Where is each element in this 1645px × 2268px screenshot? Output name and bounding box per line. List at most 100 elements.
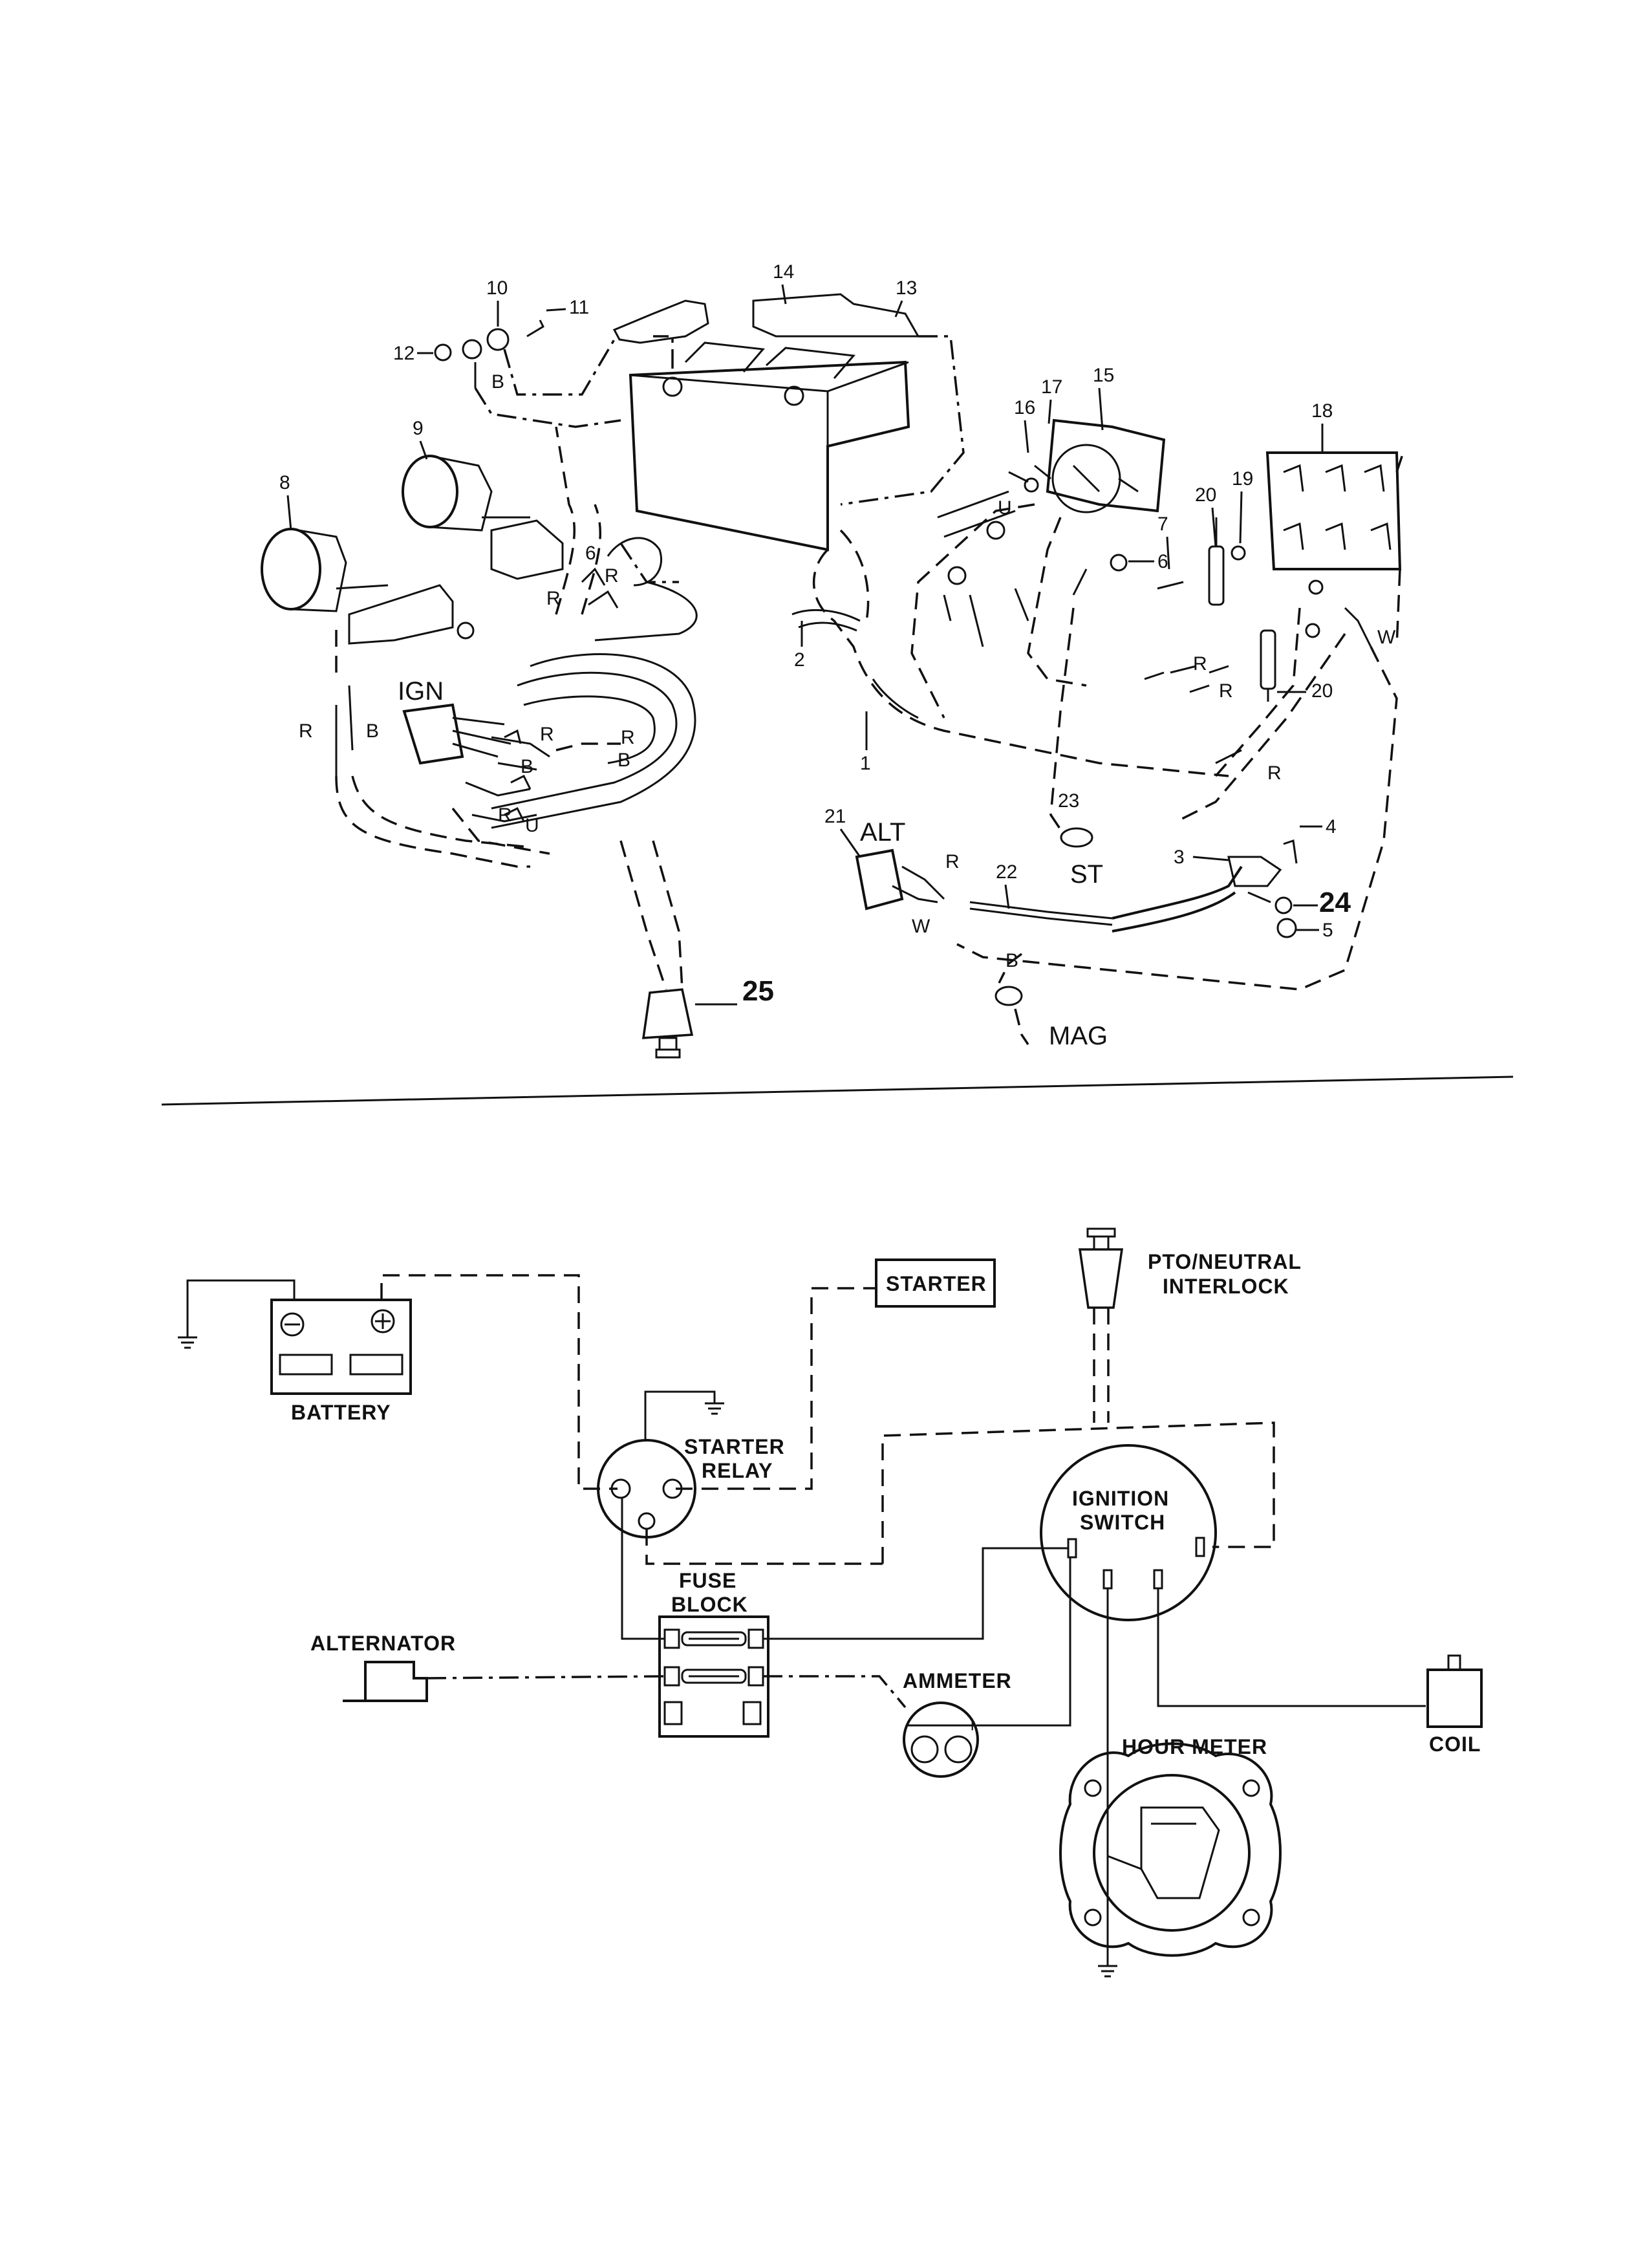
callout-2: 2	[794, 649, 805, 671]
fuse-to-ignition-wire	[763, 1547, 1068, 1640]
ammeter-symbol: − + AMMETER	[903, 1669, 1012, 1778]
battery-illustration	[629, 335, 910, 552]
fuse-block-label-2: BLOCK	[671, 1593, 748, 1616]
st-label: ST	[1070, 860, 1103, 889]
callout-numbers: 14 13 10 11 12 15 17 16 18 19 20 7 6	[279, 261, 1351, 1007]
harness-connectors	[504, 567, 619, 822]
starter-box: STARTER	[875, 1258, 996, 1308]
ammeter-plus: +	[967, 1715, 978, 1736]
right-side-terminals	[956, 581, 1398, 991]
ign-label: IGN	[398, 677, 444, 706]
schematic-view: BATTERY STARTER RELAY STARTER	[178, 1227, 1483, 1978]
fuse-block-symbol: FUSE BLOCK	[658, 1569, 769, 1738]
wire-code-r: R	[605, 565, 619, 587]
main-wiring-harness	[491, 426, 1229, 829]
callout-3: 3	[1174, 847, 1185, 868]
wire-code-u: U	[525, 815, 539, 836]
ground-icon	[705, 1402, 724, 1415]
mag-label: MAG	[1049, 1022, 1108, 1050]
battery-symbol: BATTERY	[178, 1279, 412, 1424]
callout-11: 11	[569, 297, 589, 318]
wire-code-r: R	[498, 805, 512, 826]
hour-meter-label: HOUR METER	[1122, 1735, 1267, 1758]
coil-label: COIL	[1429, 1733, 1481, 1756]
callout-13: 13	[896, 277, 917, 299]
battery-to-relay-wire	[380, 1274, 618, 1490]
coil-symbol: COIL	[1426, 1654, 1483, 1756]
callout-21: 21	[824, 806, 846, 827]
callout-20-top: 20	[1195, 484, 1216, 506]
pto-label-1: PTO/NEUTRAL	[1148, 1250, 1302, 1273]
interlock-loop-wire	[881, 1421, 1275, 1564]
wire-code-r: R	[1267, 762, 1282, 784]
ignition-switch-symbol: IGNITION SWITCH	[1040, 1444, 1217, 1621]
fuses-20	[1208, 517, 1324, 702]
alternator-symbol: ALTERNATOR	[310, 1632, 456, 1702]
plug-25-wires	[619, 840, 737, 1059]
starter-relay-label-2: RELAY	[702, 1459, 773, 1482]
gauge-8-and-bracket	[261, 528, 475, 645]
ignition-label-1: IGNITION	[1072, 1487, 1169, 1510]
callout-25: 25	[742, 975, 774, 1007]
callout-23: 23	[1058, 790, 1079, 812]
starter-label: STARTER	[886, 1272, 987, 1295]
starter-relay-illustration	[910, 418, 1166, 718]
callout-10: 10	[486, 277, 508, 299]
wire-code-b: B	[1005, 950, 1018, 971]
callout-1: 1	[860, 753, 871, 774]
wire-code-r: R	[1219, 680, 1233, 702]
wire-code-r: R	[299, 720, 313, 742]
gauge-9-and-bracket	[402, 455, 564, 580]
callout-20-bottom: 20	[1311, 680, 1333, 702]
wire-code-b: B	[521, 756, 533, 777]
callout-12: 12	[393, 343, 414, 364]
callout-9: 9	[413, 418, 424, 439]
alternator-to-fuse-wire	[426, 1675, 665, 1679]
wire-code-r: R	[621, 727, 635, 748]
ignition-to-coil-wire	[1157, 1588, 1426, 1707]
pto-label-2: INTERLOCK	[1163, 1275, 1289, 1298]
negative-cable-cover	[752, 293, 965, 506]
pto-interlock-symbol: PTO/NEUTRAL INTERLOCK	[1078, 1227, 1302, 1423]
ignition-switch-illustration	[402, 703, 621, 855]
callout-8: 8	[279, 472, 290, 493]
ammeter-to-ignition-wire	[976, 1557, 1071, 1727]
ammeter-label: AMMETER	[903, 1669, 1012, 1692]
ground-icon	[178, 1336, 197, 1349]
starter-wire-23	[1049, 607, 1093, 848]
callout-19: 19	[1232, 468, 1253, 490]
pictorial-labels: IGN ALT ST MAG	[398, 677, 1108, 1050]
ammeter-minus: −	[923, 1715, 935, 1736]
relay-to-interlock-wire	[645, 1529, 883, 1565]
alternator-label: ALTERNATOR	[310, 1632, 456, 1655]
callout-4: 4	[1326, 816, 1337, 837]
hour-meter-symbol: HOUR METER	[1059, 1735, 1282, 1978]
ground-icon	[1098, 1965, 1117, 1978]
wire-code-r: R	[945, 851, 960, 872]
callout-24: 24	[1319, 887, 1351, 918]
relay-to-fuse-wire	[621, 1498, 665, 1640]
callout-6-left: 6	[585, 543, 596, 564]
wire-code-b: B	[491, 371, 504, 393]
alternator-wiring	[855, 839, 1298, 1045]
gauge-8-leads	[335, 627, 531, 868]
wire-code-b: B	[618, 750, 630, 771]
callout-15: 15	[1093, 365, 1114, 386]
positive-cable-terminals	[434, 299, 709, 428]
wire-2	[791, 609, 861, 632]
starter-relay-symbol: STARTER RELAY	[597, 1390, 785, 1539]
wire-color-codes: B R B R R R R B B R U U R R R W R W B	[299, 371, 1396, 971]
fuse-block-illustration	[1265, 451, 1404, 647]
fuse-to-ammeter-wire	[763, 1675, 907, 1709]
battery-label: BATTERY	[291, 1401, 391, 1424]
wire-code-r: R	[546, 588, 561, 609]
starter-relay-label-1: STARTER	[684, 1435, 785, 1458]
callout-6-right: 6	[1157, 551, 1168, 572]
callout-18: 18	[1311, 400, 1333, 422]
wire-code-w: W	[1377, 627, 1396, 648]
wire-code-u: U	[998, 497, 1012, 519]
wire-code-b: B	[366, 720, 379, 742]
callout-22: 22	[996, 861, 1017, 883]
wire-code-r: R	[1193, 653, 1207, 675]
wire-code-r: R	[540, 724, 554, 745]
